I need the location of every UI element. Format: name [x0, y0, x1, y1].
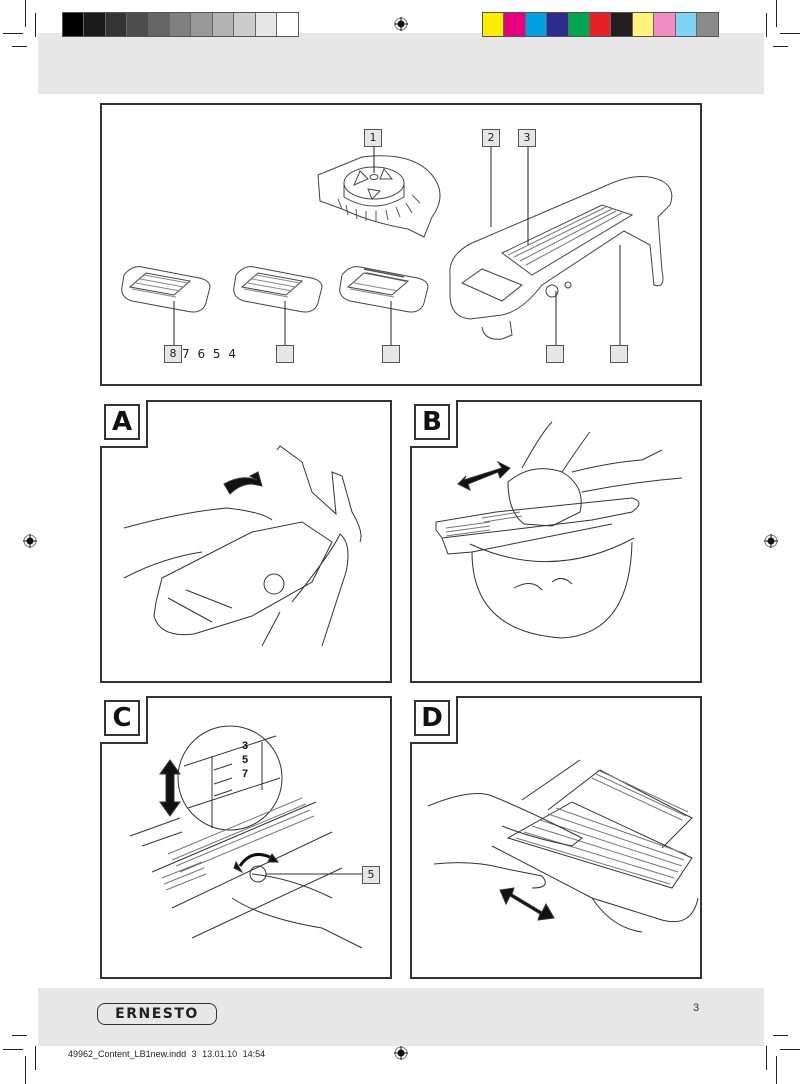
thickness-setting-3: 3 — [242, 740, 249, 752]
color-swatch — [547, 13, 569, 36]
step-letter-tab: C — [100, 696, 148, 744]
blade-insert-1 — [121, 266, 211, 313]
parts-illustration — [121, 143, 673, 345]
process-color-bar — [482, 12, 720, 37]
grayscale-swatch — [127, 13, 149, 36]
part-callout-3: 3 — [518, 129, 536, 147]
footer-band — [38, 988, 764, 1046]
color-swatch — [632, 13, 655, 36]
blade-insert-3 — [339, 266, 429, 313]
crop-mark — [776, 0, 777, 27]
color-swatch — [483, 13, 505, 36]
crop-mark — [780, 33, 800, 34]
page-number: 3 — [693, 1002, 700, 1014]
step-letter-tab: A — [100, 400, 148, 448]
color-swatch — [589, 13, 612, 36]
step-letter-tab: B — [410, 400, 458, 448]
part-callout-blank — [276, 345, 294, 363]
step-panel-b: B — [410, 400, 702, 683]
blade-sequence-text: 7 6 5 4 — [182, 347, 238, 361]
crop-mark — [766, 13, 767, 37]
grayscale-swatch — [105, 13, 128, 36]
step-letter: C — [104, 700, 140, 736]
crop-mark — [35, 13, 36, 37]
part-callout-blank — [546, 345, 564, 363]
thickness-setting-5: 5 — [242, 754, 249, 766]
step-panel-c: 3 5 7 5 C — [100, 696, 392, 979]
step-a-illustration — [123, 445, 362, 647]
registration-crosshair-icon — [23, 534, 37, 548]
color-swatch — [525, 13, 548, 36]
part-callout-1: 1 — [364, 129, 382, 147]
grayscale-swatch — [234, 13, 256, 36]
registration-crosshair-icon — [394, 17, 408, 31]
parts-overview-panel: 1 2 3 8 7 6 5 4 — [100, 103, 702, 386]
header-band — [38, 33, 764, 94]
round-grater-insert — [317, 155, 441, 238]
blade-insert-2 — [233, 266, 323, 313]
color-swatch — [568, 13, 590, 36]
crop-mark — [25, 0, 26, 27]
registration-crosshair-icon — [394, 1046, 408, 1060]
brand-name: ERNESTO — [115, 1006, 199, 1022]
part-callout-blank — [382, 345, 400, 363]
part-callout-5: 5 — [362, 866, 380, 884]
step-d-illustration — [427, 759, 699, 933]
grayscale-swatch — [84, 13, 106, 36]
color-swatch — [611, 13, 633, 36]
crop-mark — [3, 1049, 23, 1050]
step-panel-a: A — [100, 400, 392, 683]
crop-mark — [773, 1035, 788, 1036]
grayscale-swatch — [191, 13, 213, 36]
grayscale-swatch — [63, 13, 85, 36]
print-slug: 49962_Content_LB1new.indd 3 13.01.10 14:… — [68, 1049, 266, 1059]
part-callout-blank — [610, 345, 628, 363]
step-letter: B — [414, 404, 450, 440]
crop-mark — [3, 33, 23, 34]
crop-mark — [35, 1046, 36, 1070]
mandoline-body — [449, 176, 673, 340]
registration-crosshair-icon — [764, 534, 778, 548]
step-panel-d: D — [410, 696, 702, 979]
crop-mark — [12, 1035, 27, 1036]
grayscale-swatch — [255, 13, 277, 36]
thickness-setting-7: 7 — [242, 768, 249, 780]
step-c-illustration — [129, 725, 364, 949]
grayscale-color-bar — [62, 12, 300, 37]
crop-mark — [780, 1049, 800, 1050]
brand-logo: ERNESTO — [97, 1003, 217, 1025]
step-letter: D — [414, 700, 450, 736]
color-swatch — [675, 13, 697, 36]
step-letter-tab: D — [410, 696, 458, 744]
color-swatch — [654, 13, 676, 36]
grayscale-swatch — [148, 13, 170, 36]
step-letter: A — [104, 404, 140, 440]
part-callout-sequence: 8 — [164, 345, 182, 363]
step-b-illustration — [435, 421, 683, 639]
crop-mark — [773, 46, 788, 47]
grayscale-swatch — [276, 13, 299, 36]
crop-mark — [12, 46, 27, 47]
grayscale-swatch — [169, 13, 192, 36]
crop-mark — [776, 1056, 777, 1084]
color-swatch — [696, 13, 719, 36]
grayscale-swatch — [212, 13, 235, 36]
crop-mark — [25, 1056, 26, 1084]
color-swatch — [504, 13, 526, 36]
crop-mark — [766, 1046, 767, 1070]
part-callout-2: 2 — [482, 129, 500, 147]
